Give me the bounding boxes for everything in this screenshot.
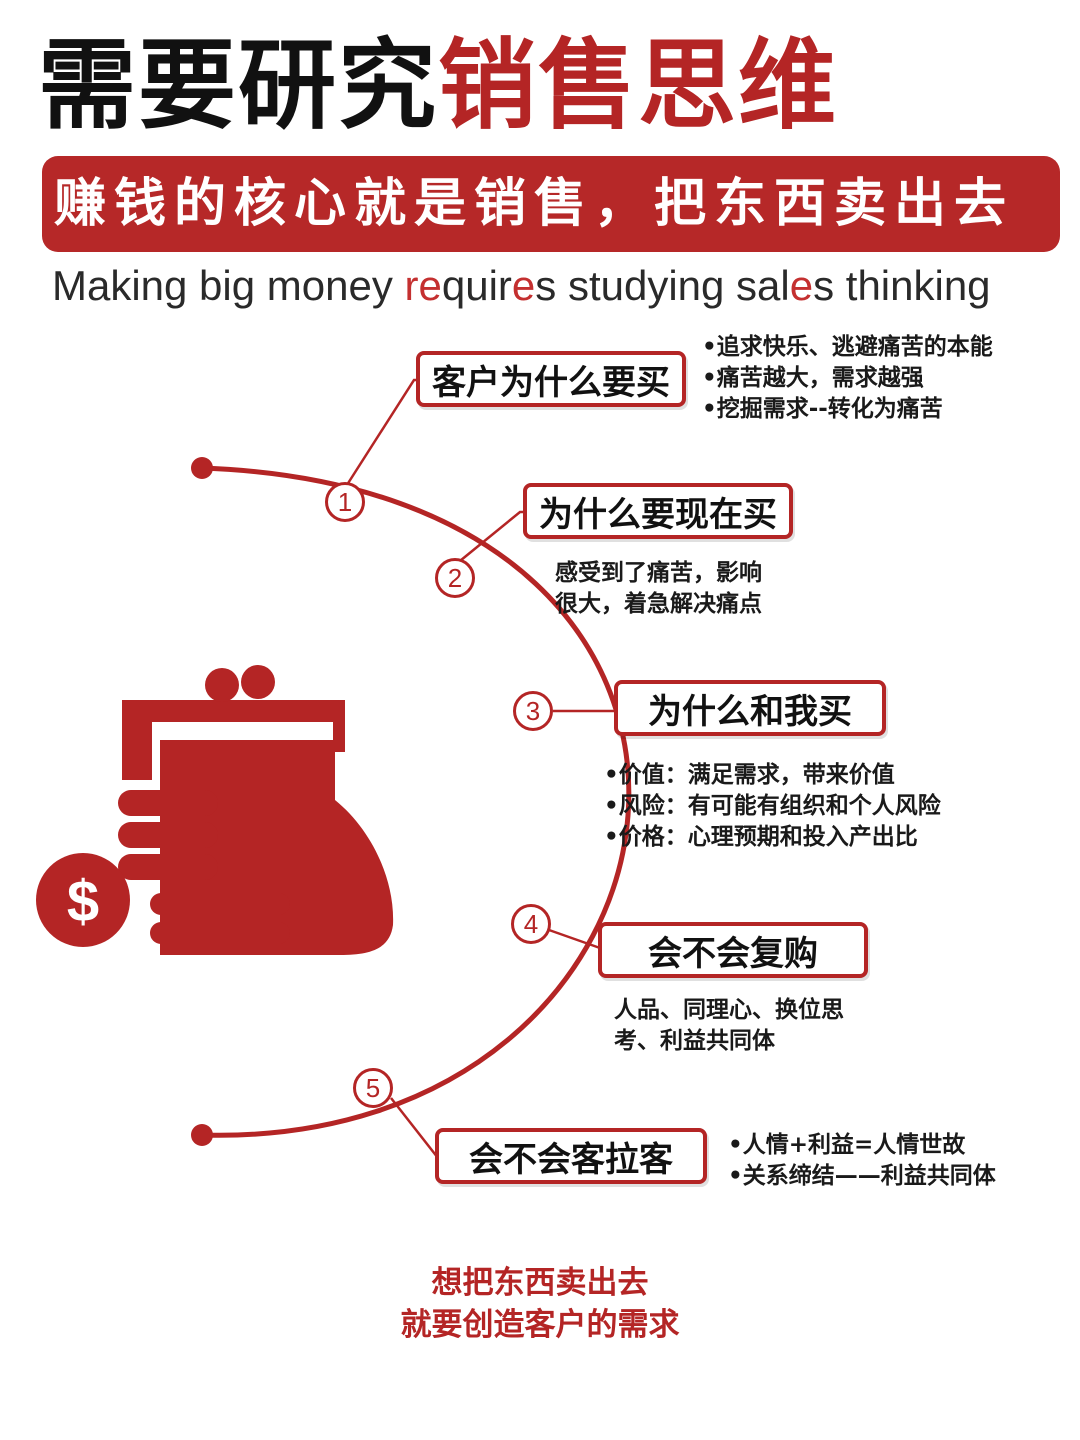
step-number-4: 4 [511, 904, 551, 944]
subtitle-part: e [789, 262, 814, 309]
subtitle-part: quir [441, 262, 512, 309]
step-notes-2: 感受到了痛苦，影响 很大，着急解决痛点 [555, 558, 762, 620]
note-line: •风险：有可能有组织和个人风险 [604, 793, 941, 819]
english-subtitle: Making big money requires studying sales… [52, 262, 991, 310]
note-line: •挖掘需求--转化为痛苦 [702, 396, 943, 422]
step-notes-5: •人情+利益=人情世故 •关系缔结——利益共同体 [728, 1130, 996, 1192]
connector-4 [548, 928, 601, 950]
step-number-3: 3 [513, 691, 553, 731]
wallet-clasp-right [241, 665, 275, 699]
note-line: 考、利益共同体 [614, 1028, 775, 1054]
subtitle-part: s thinking [813, 262, 991, 309]
timeline-arc [201, 465, 632, 1138]
title-red-part: 销售思维 [438, 29, 839, 143]
wallet-frame-left [122, 700, 152, 780]
note-line: •价值：满足需求，带来价值 [604, 762, 895, 788]
step-title-3: 为什么和我买 [614, 680, 886, 736]
note-line: •人情+利益=人情世故 [728, 1132, 966, 1158]
footer-line-1: 想把东西卖出去 [431, 1265, 649, 1301]
subtitle-part: re [404, 262, 442, 309]
note-line: 人品、同理心、换位思 [614, 997, 844, 1023]
headline-banner: 赚钱的核心就是销售，把东西卖出去 [42, 156, 1060, 252]
connector-1 [343, 378, 420, 489]
subtitle-part: e [511, 262, 536, 309]
note-line: 很大，着急解决痛点 [555, 591, 762, 617]
step-title-5: 会不会客拉客 [435, 1128, 707, 1184]
step-notes-1: •追求快乐、逃避痛苦的本能 •痛苦越大，需求越强 •挖掘需求--转化为痛苦 [702, 332, 993, 425]
step-number-5: 5 [353, 1068, 393, 1108]
note-line: •追求快乐、逃避痛苦的本能 [702, 334, 993, 360]
note-line: •痛苦越大，需求越强 [702, 365, 924, 391]
wallet-with-coins-icon: $ [36, 665, 394, 955]
footer-slogan: 想把东西卖出去 就要创造客户的需求 [0, 1262, 1080, 1346]
connector-5 [390, 1097, 439, 1159]
coin-stack-bar [150, 893, 290, 915]
footer-line-2: 就要创造客户的需求 [400, 1307, 680, 1343]
coin-stack-bar [118, 790, 218, 816]
title-black-part: 需要研究 [38, 29, 439, 143]
coin-stack-bar [118, 854, 218, 880]
step-title-1: 客户为什么要买 [416, 351, 686, 407]
connector-2 [454, 510, 526, 566]
subtitle-part: s studying sal [535, 262, 790, 309]
step-notes-4: 人品、同理心、换位思 考、利益共同体 [614, 995, 844, 1057]
step-title-4: 会不会复购 [598, 922, 868, 978]
note-line: •价格：心理预期和投入产出比 [604, 824, 918, 850]
step-number-2: 2 [435, 558, 475, 598]
coin-stack-bar [118, 822, 218, 848]
step-title-2: 为什么要现在买 [523, 483, 793, 539]
subtitle-part: Making big money [52, 262, 405, 309]
step-notes-3: •价值：满足需求，带来价值 •风险：有可能有组织和个人风险 •价格：心理预期和投… [604, 760, 941, 853]
dollar-sign: $ [67, 869, 99, 934]
wallet-frame [122, 700, 345, 752]
dollar-coin [36, 853, 130, 947]
note-line: 感受到了痛苦，影响 [555, 560, 762, 586]
arc-start-dot [191, 457, 213, 479]
note-line: •关系缔结——利益共同体 [728, 1163, 996, 1189]
step-number-1: 1 [325, 482, 365, 522]
wallet-clasp-left [205, 668, 239, 702]
arc-end-dot [191, 1124, 213, 1146]
coin-stack-bar [150, 922, 290, 944]
page-title: 需要研究销售思维 [38, 30, 838, 143]
